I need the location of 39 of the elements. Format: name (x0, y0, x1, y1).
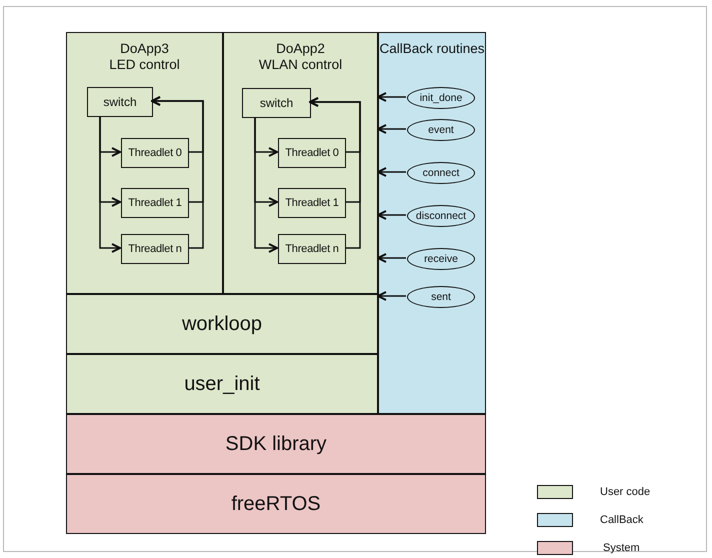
arrow (377, 291, 406, 301)
process-box: Threadlet 0 (121, 138, 189, 168)
arrow (254, 117, 278, 253)
arrow (309, 97, 361, 249)
arrow (377, 253, 406, 263)
panel-heading: DoApp3 (120, 41, 169, 57)
arrow (377, 167, 406, 177)
callback-ellipse: event (407, 119, 475, 141)
legend-label: User code (600, 486, 650, 498)
arrow (377, 92, 406, 102)
process-box: Threadlet 1 (278, 188, 346, 218)
panel-heading: CallBack routines (379, 41, 485, 57)
panel (378, 32, 486, 414)
layer-band: SDK library (66, 414, 486, 474)
panel (223, 32, 378, 294)
process-box: Threadlet 1 (121, 188, 189, 218)
callback-ellipse: disconnect (407, 205, 475, 227)
panel-heading: LED control (109, 57, 180, 73)
arrow (99, 116, 121, 253)
legend-label: CallBack (600, 514, 644, 526)
layer-band: user_init (66, 354, 378, 414)
callback-ellipse: connect (407, 162, 475, 184)
legend-label: System (603, 542, 640, 554)
panel-heading: WLAN control (258, 57, 342, 73)
process-box: switch (242, 88, 311, 118)
callback-ellipse: init_done (407, 87, 475, 109)
arrow (151, 96, 204, 249)
process-box: switch (87, 87, 153, 117)
process-box: Threadlet 0 (278, 138, 346, 168)
callback-ellipse: receive (407, 248, 475, 270)
process-box: Threadlet n (278, 234, 346, 264)
arrow (377, 124, 406, 134)
process-box: Threadlet n (121, 234, 189, 264)
callback-ellipse: sent (407, 286, 475, 308)
arrow (377, 210, 406, 220)
panel (66, 32, 223, 294)
panel-heading: DoApp2 (276, 41, 325, 57)
layer-band: workloop (66, 294, 378, 354)
layer-band: freeRTOS (66, 474, 486, 534)
